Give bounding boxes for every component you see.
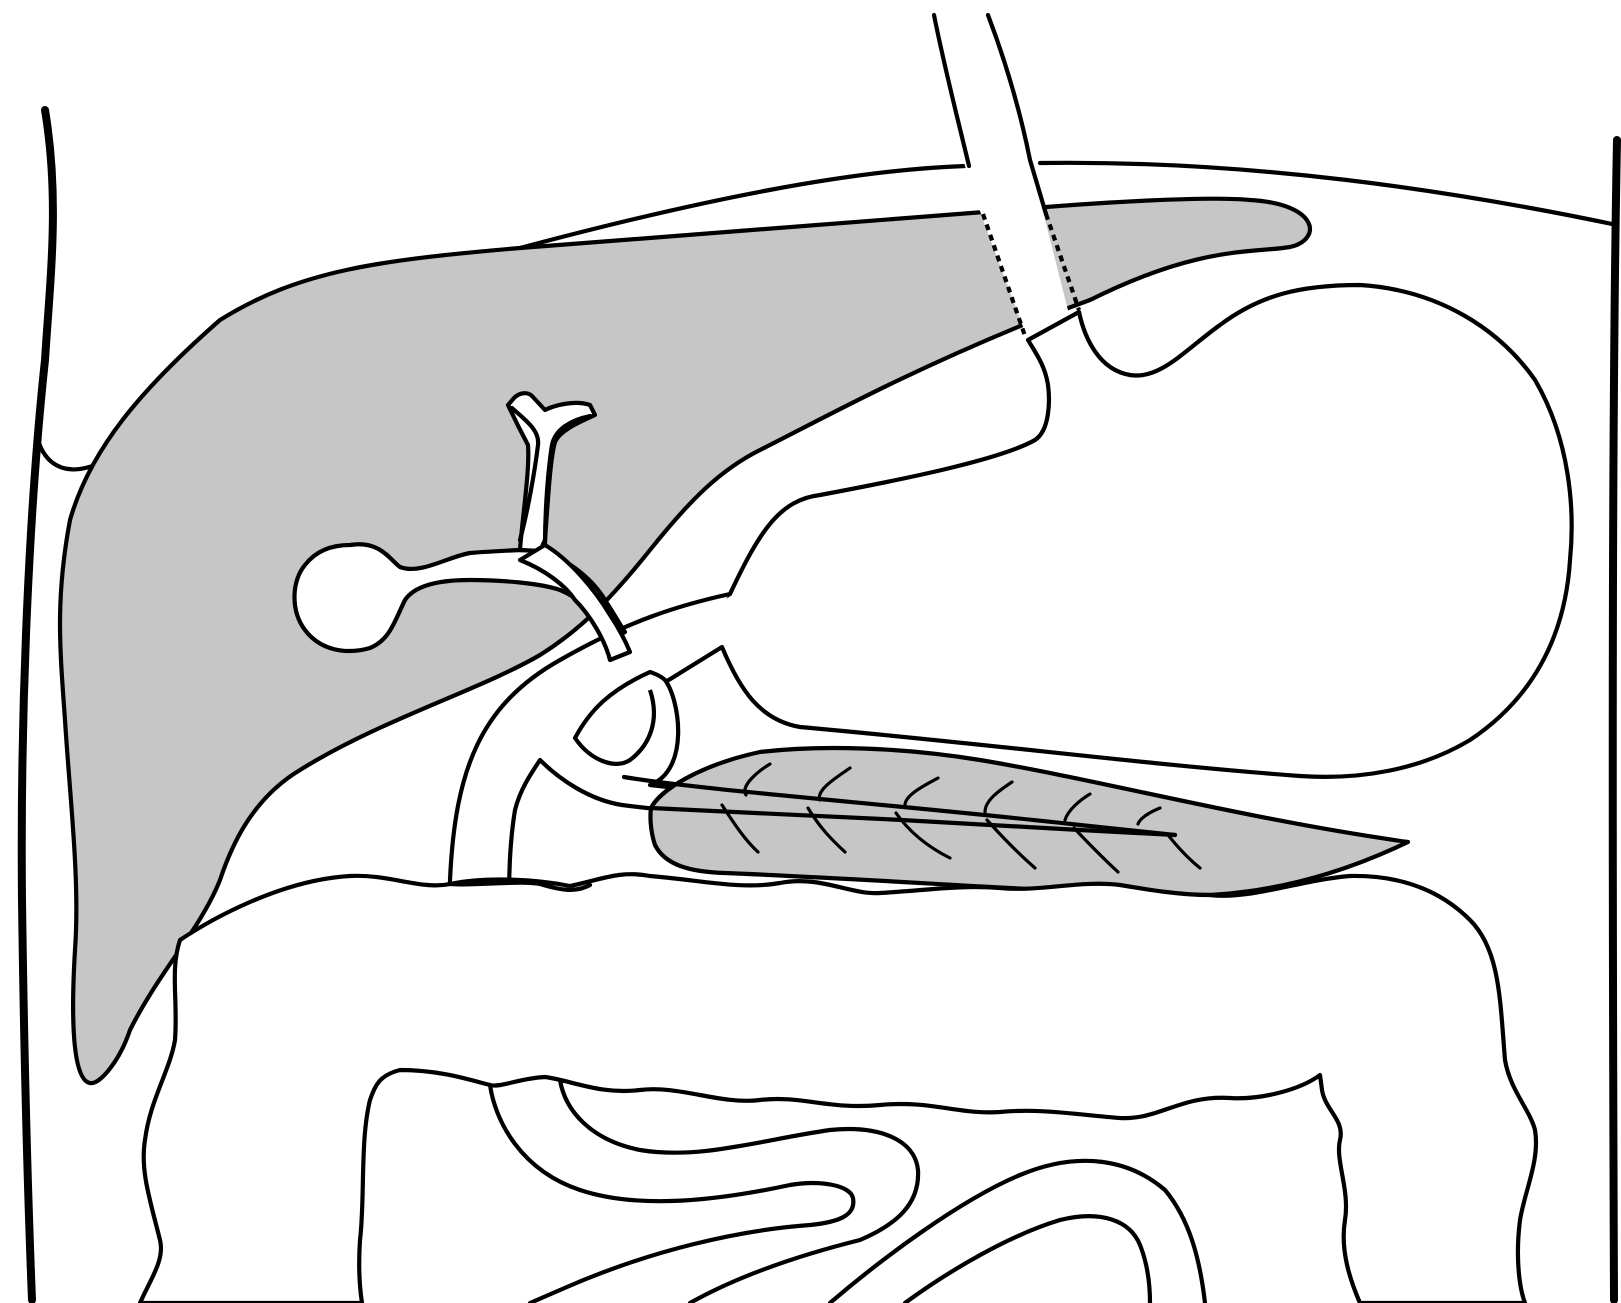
body-wall-right <box>1613 140 1617 1300</box>
transverse-colon <box>140 874 1536 1303</box>
body-wall-left <box>22 110 53 1300</box>
small-intestine-loop-right-inner <box>905 1216 1150 1303</box>
small-intestine-loop-upper <box>490 1085 853 1303</box>
